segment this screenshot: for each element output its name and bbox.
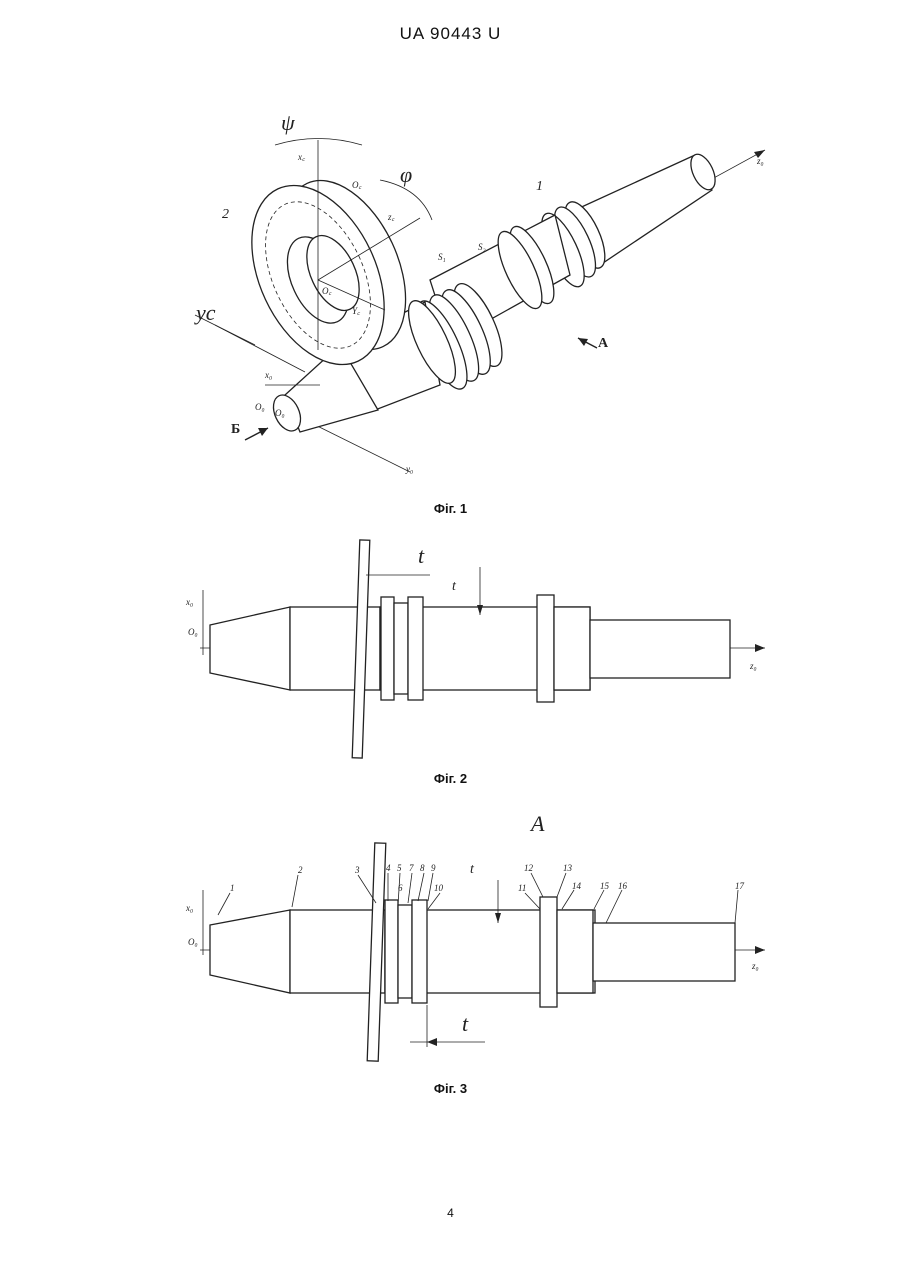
zc-axis-label: z꜀ bbox=[387, 212, 396, 222]
y0-axis-label: y₀ bbox=[405, 464, 413, 474]
z0-axis-label: z₀ bbox=[749, 661, 757, 671]
part-1-label: 1 bbox=[536, 179, 543, 194]
page-number: 4 bbox=[0, 1206, 901, 1220]
part-number-9: 9 bbox=[431, 863, 436, 873]
part-number-16: 16 bbox=[618, 881, 628, 891]
part-2-label: 2 bbox=[222, 207, 229, 222]
o0-label: O₀ bbox=[188, 937, 198, 947]
t-dimension-lower: t bbox=[462, 1011, 469, 1036]
xc-axis-label: x꜀ bbox=[297, 152, 306, 162]
part-number-15: 15 bbox=[600, 881, 610, 891]
part-number-2: 2 bbox=[298, 865, 303, 875]
oc-top-label: O꜀ bbox=[352, 180, 362, 190]
a-view-label: A bbox=[529, 811, 545, 836]
a-view-label: A bbox=[598, 336, 609, 351]
o0-label: O₀ bbox=[188, 627, 198, 637]
x0-label: x₀ bbox=[264, 370, 272, 380]
z0-axis-label: z₀ bbox=[756, 156, 764, 166]
part-number-17: 17 bbox=[735, 881, 745, 891]
oc-center-label: O꜀ bbox=[322, 286, 332, 296]
x0-axis-label: x₀ bbox=[185, 903, 193, 913]
part-number-14: 14 bbox=[572, 881, 582, 891]
part-number-6: 6 bbox=[398, 883, 403, 893]
s1-label: S₁ bbox=[438, 252, 446, 262]
part-number-1: 1 bbox=[230, 883, 235, 893]
yc-dimension-label: yc bbox=[194, 300, 216, 325]
part-number-5: 5 bbox=[397, 863, 402, 873]
part-number-8: 8 bbox=[420, 863, 425, 873]
patent-number-header: UA 90443 U bbox=[0, 24, 901, 44]
figure-1-caption: Фіг. 1 bbox=[0, 501, 901, 516]
o0-inner-label: O₀ bbox=[275, 408, 285, 418]
figure-1-drawing: ψ x꜀ O꜀ φ z꜀ 2 1 S₁ S₂ O꜀ Y꜀ yc x₀ O₀ O₀… bbox=[0, 110, 901, 490]
o0-outer-label: O₀ bbox=[255, 402, 265, 412]
figure-2-drawing: t t x₀ O₀ z₀ bbox=[0, 535, 901, 775]
figure-2-caption: Фіг. 2 bbox=[0, 771, 901, 786]
t-dimension-small: t bbox=[452, 579, 457, 594]
psi-label: ψ bbox=[281, 110, 295, 135]
part-number-13: 13 bbox=[563, 863, 573, 873]
t-dimension-small: t bbox=[470, 862, 475, 877]
part-number-11: 11 bbox=[518, 883, 526, 893]
phi-label: φ bbox=[400, 162, 412, 187]
figure-3-caption: Фіг. 3 bbox=[0, 1081, 901, 1096]
part-number-3: 3 bbox=[354, 865, 360, 875]
z0-axis-label: z₀ bbox=[751, 961, 759, 971]
yc2-axis-label: Y꜀ bbox=[352, 306, 361, 316]
part-number-12: 12 bbox=[524, 863, 534, 873]
x0-axis-label: x₀ bbox=[185, 597, 193, 607]
s2-label: S₂ bbox=[478, 242, 486, 252]
part-number-10: 10 bbox=[434, 883, 444, 893]
t-dimension-upper: t bbox=[418, 543, 425, 568]
b-view-label: Б bbox=[231, 422, 240, 437]
part-number-7: 7 bbox=[409, 863, 414, 873]
part-number-4: 4 bbox=[386, 863, 391, 873]
figure-3-drawing: A t t x₀ O₀ z₀ 1 2 3 4 5 6 7 8 9 10 11 1… bbox=[0, 805, 901, 1065]
